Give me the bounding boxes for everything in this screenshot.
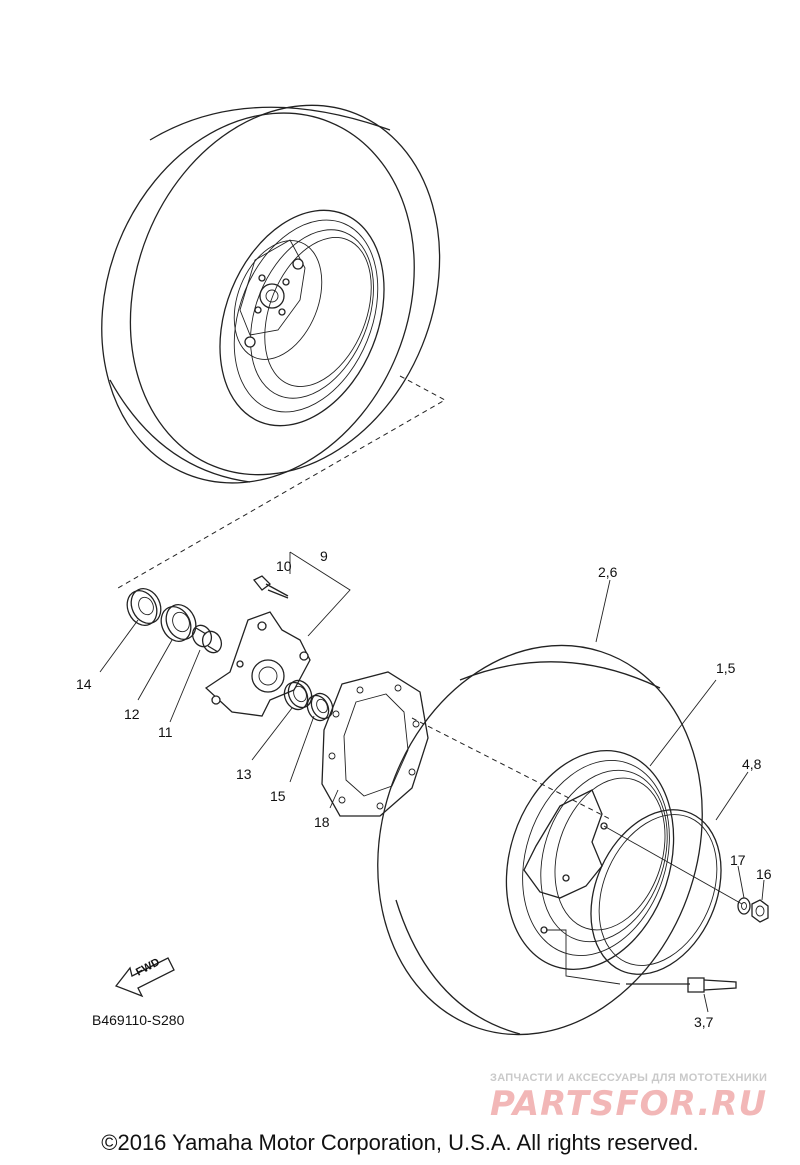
callout-3-7: 3,7 <box>694 1014 714 1030</box>
assembled-wheel <box>101 104 441 484</box>
copyright-notice: ©2016 Yamaha Motor Corporation, U.S.A. A… <box>101 1130 699 1155</box>
bearing-12 <box>160 603 197 643</box>
watermark-subtitle: ЗАПЧАСТИ И АКСЕССУАРЫ ДЛЯ МОТОТЕХНИКИ <box>490 1072 768 1084</box>
callout-4-8: 4,8 <box>742 756 762 772</box>
tire-2 <box>377 644 703 1036</box>
callout-16: 16 <box>756 866 772 882</box>
bolt-10 <box>252 575 289 599</box>
fwd-arrow-icon <box>114 957 175 998</box>
watermark-logo: PARTSFOR.RU <box>490 1084 768 1124</box>
wheel-rim-1 <box>505 750 675 970</box>
brake-disc-18 <box>321 671 429 817</box>
callout-15: 15 <box>270 788 286 804</box>
catalog-code: B469110-S280 <box>92 1012 185 1028</box>
callout-11: 11 <box>158 724 173 740</box>
washer-17 <box>737 897 751 915</box>
oil-seal-15 <box>306 692 334 722</box>
callout-2-6: 2,6 <box>598 564 618 580</box>
callout-14: 14 <box>76 676 92 692</box>
bearing-13 <box>283 679 313 711</box>
oil-seal-14 <box>126 587 162 627</box>
callout-9: 9 <box>320 548 328 564</box>
callout-13: 13 <box>236 766 252 782</box>
callout-1-5: 1,5 <box>716 660 736 676</box>
hub-9 <box>204 611 311 717</box>
nut-16 <box>751 899 769 923</box>
tube-4 <box>590 809 722 975</box>
callout-12: 12 <box>124 706 140 722</box>
callout-10: 10 <box>276 558 292 574</box>
callout-17: 17 <box>730 852 746 868</box>
callout-18: 18 <box>314 814 330 830</box>
valve-3 <box>626 977 737 993</box>
spacer-11 <box>191 624 223 654</box>
